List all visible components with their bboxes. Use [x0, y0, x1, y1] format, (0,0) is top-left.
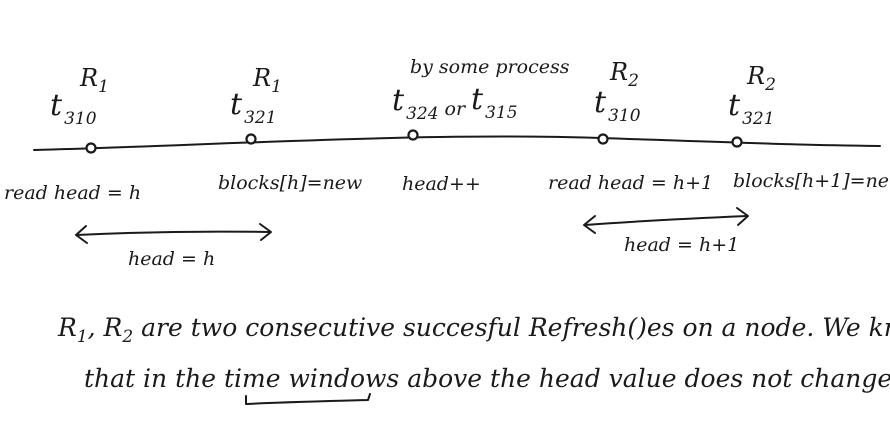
event-1-dot: [85, 142, 97, 154]
timeline-axis: [33, 135, 881, 151]
caption-line-2: that in the time windows above the head …: [84, 364, 890, 393]
event-3-dot: [407, 129, 419, 141]
window-2-label: head = h+1: [624, 234, 739, 256]
event-5-dot: [731, 136, 743, 148]
event-4-process: R2: [609, 58, 639, 91]
window-1: head = h: [75, 223, 272, 270]
event-1-process: R1: [79, 64, 109, 97]
caption-line-1: R1, R2 are two consecutive succesful Ref…: [57, 313, 890, 347]
event-5-action: blocks[h+1]=new: [733, 170, 890, 192]
window-1-arrow: [76, 230, 271, 236]
window-1-arrowhead-right: [259, 223, 272, 241]
event-2-action: blocks[h]=new: [218, 172, 362, 194]
top-note: by some process: [410, 56, 570, 78]
event-4-action: read head = h+1: [548, 172, 713, 194]
window-2: head = h+1: [583, 207, 749, 256]
window-2-arrowhead-right: [736, 207, 749, 226]
window-1-arrowhead-left: [75, 225, 88, 244]
event-4-dot: [597, 133, 609, 145]
window-2-arrow: [584, 215, 748, 226]
event-1-action: read head = h: [4, 182, 141, 204]
time-windows-underbrace: [245, 393, 371, 405]
event-5-process: R2: [746, 62, 776, 95]
event-3-action: head++: [402, 173, 481, 195]
window-2-arrowhead-left: [583, 215, 596, 234]
event-2-dot: [245, 133, 257, 145]
event-2-process: R1: [252, 64, 282, 97]
window-1-label: head = h: [128, 248, 215, 270]
